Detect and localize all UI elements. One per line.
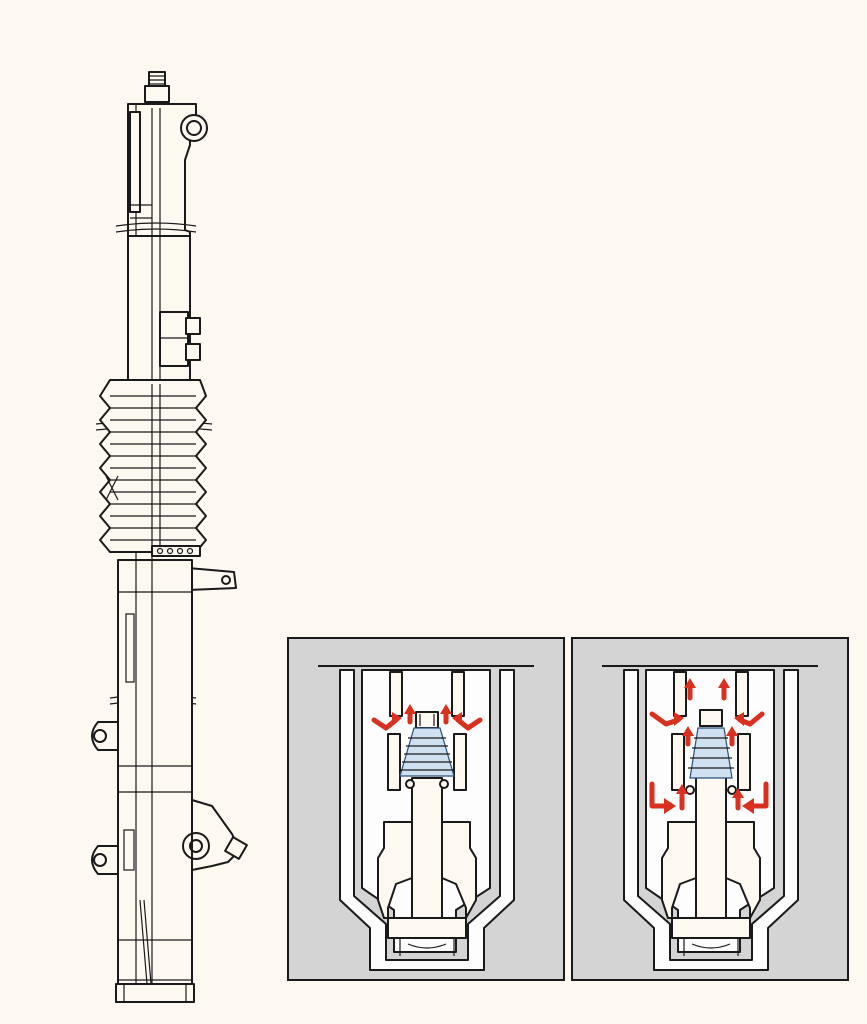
- bottom-end-cap: [115, 983, 195, 1003]
- mounting-clamp: [159, 311, 201, 367]
- top-grease-nipple: [144, 71, 170, 103]
- flow-arrow: [676, 784, 688, 811]
- boot-clamp-band: [151, 545, 201, 557]
- flow-arrow: [682, 726, 694, 747]
- upper-port-ring: [180, 114, 208, 142]
- flow-arrow: [440, 704, 452, 725]
- mounting-lug-lower: [91, 845, 119, 875]
- flow-arrow: [452, 712, 483, 731]
- tie-rod-bracket: [187, 567, 237, 591]
- flow-arrow: [404, 704, 416, 725]
- flow-arrow: [718, 678, 730, 701]
- flow-arrow: [726, 726, 738, 747]
- flow-arrow: [734, 711, 765, 727]
- flow-arrow: [742, 781, 769, 814]
- flow-arrow: [371, 712, 402, 731]
- pinion-housing: [182, 799, 248, 871]
- mounting-lug-upper: [91, 721, 119, 751]
- lower-tube: [117, 559, 193, 1003]
- flow-arrow: [649, 711, 684, 727]
- steering-rack-assembly: [91, 71, 248, 1003]
- valve-panel-open: [571, 637, 849, 981]
- rubber-boot: [99, 379, 207, 553]
- flow-arrow: [684, 678, 696, 701]
- flow-arrow: [732, 788, 744, 811]
- flow-arrow: [649, 781, 676, 814]
- valve-panel-closed: [287, 637, 565, 981]
